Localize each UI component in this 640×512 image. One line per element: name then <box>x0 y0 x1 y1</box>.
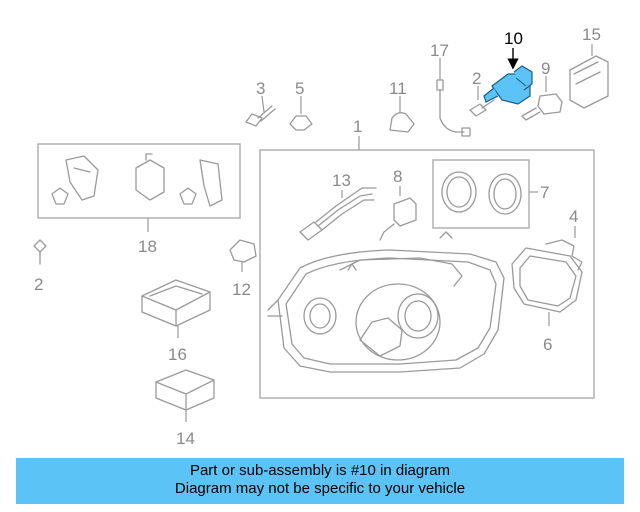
group-box-7 <box>432 159 530 229</box>
part-1-headlamp <box>267 231 505 373</box>
callout-18: 18 <box>138 237 157 256</box>
part-2-left-screw <box>33 239 47 265</box>
part-3-screw <box>245 95 276 127</box>
callout-13: 13 <box>332 171 351 190</box>
banner-line-2: Diagram may not be specific to your vehi… <box>174 480 466 497</box>
group-box-1 <box>259 149 595 399</box>
part-7-rings <box>441 171 538 215</box>
banner-line-1: Part or sub-assembly is #10 in diagram <box>189 462 451 479</box>
callout-8: 8 <box>393 167 402 186</box>
callout-17: 17 <box>430 41 449 60</box>
part-5-clip <box>289 96 313 131</box>
part-12-bulb <box>229 239 257 272</box>
callout-4: 4 <box>569 207 578 226</box>
part-13-harness <box>299 187 377 241</box>
callout-2-left: 2 <box>34 275 43 294</box>
callout-7: 7 <box>540 183 549 202</box>
callout-9: 9 <box>541 59 550 78</box>
part-16-ballast <box>141 279 211 338</box>
part-8-socket <box>379 186 417 241</box>
part-17-wire <box>436 58 471 137</box>
part-18-bracket-set <box>51 153 223 232</box>
callout-1: 1 <box>353 117 362 136</box>
part-10-bulb-highlighted <box>483 48 533 105</box>
part-6-cover <box>511 247 583 326</box>
callout-2-top: 2 <box>472 69 481 88</box>
callout-14: 14 <box>176 429 195 448</box>
callout-16: 16 <box>168 345 187 364</box>
part-15-module <box>569 44 609 109</box>
part-14-control-unit <box>155 369 215 422</box>
callout-10: 10 <box>504 29 523 48</box>
part-11-bulb <box>389 96 415 133</box>
parts-diagram: 3 5 11 17 2 10 9 <box>33 25 609 448</box>
part-9-socket <box>521 76 563 121</box>
callout-11: 11 <box>389 79 407 98</box>
callout-3: 3 <box>256 79 265 98</box>
callout-6: 6 <box>543 335 552 354</box>
part-2-top-screw <box>469 86 495 117</box>
callout-15: 15 <box>582 25 601 44</box>
part-4-wire <box>545 226 583 271</box>
group-box-18 <box>37 143 241 219</box>
callout-5: 5 <box>295 79 304 98</box>
callout-12: 12 <box>232 280 251 299</box>
info-banner: Part or sub-assembly is #10 in diagram D… <box>16 458 624 504</box>
